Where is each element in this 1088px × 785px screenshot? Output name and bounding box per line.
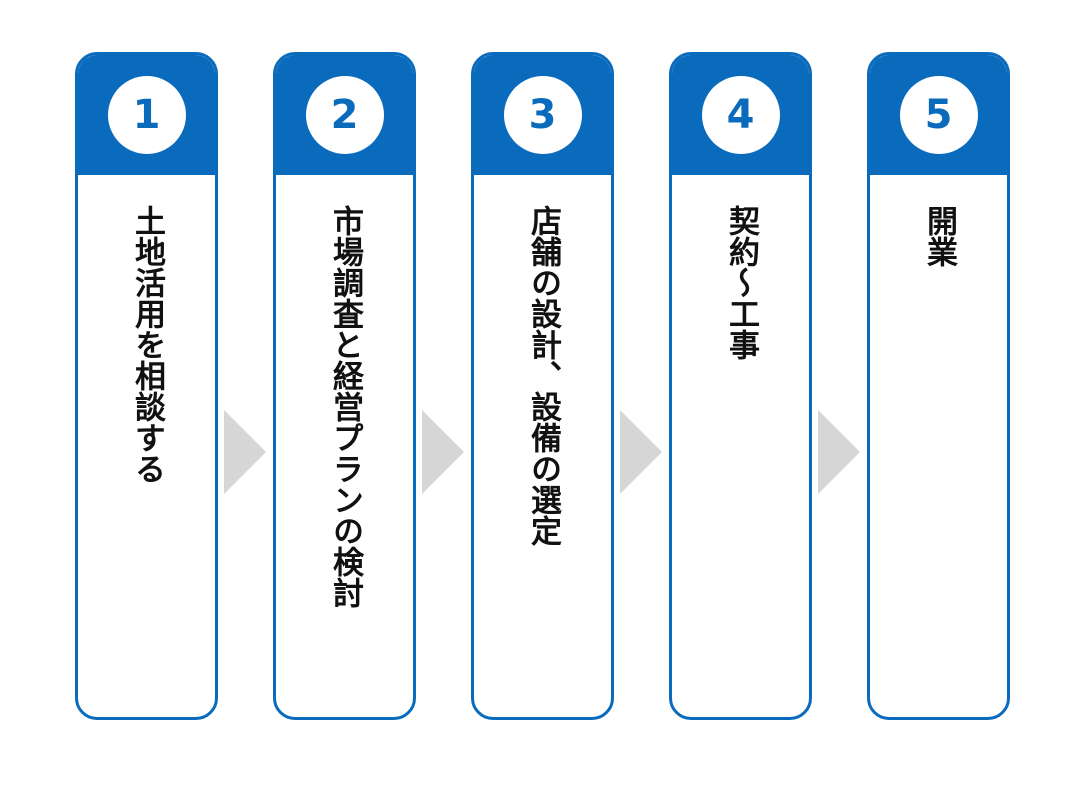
- chevron-right-icon: [224, 410, 266, 494]
- step-number: 5: [924, 92, 953, 138]
- step-header: 2: [276, 55, 413, 175]
- step-number-circle: 5: [899, 76, 978, 154]
- step-card-2: 2 市場調査と経営プランの検討: [273, 52, 416, 720]
- step-card-1: 1 土地活用を相談する: [75, 52, 218, 720]
- step-label: 市場調査と経営プランの検討: [327, 205, 363, 608]
- step-number: 2: [330, 92, 359, 138]
- step-number: 4: [726, 92, 755, 138]
- step-card-4: 4 契約～工事: [669, 52, 812, 720]
- step-card-3: 3 店舗の設計、設備の選定: [471, 52, 614, 720]
- chevron-right-icon: [620, 410, 662, 494]
- step-number-circle: 1: [107, 76, 186, 154]
- step-label: 土地活用を相談する: [129, 205, 165, 484]
- step-header: 3: [474, 55, 611, 175]
- step-label: 契約～工事: [723, 205, 759, 360]
- step-header: 4: [672, 55, 809, 175]
- step-header: 5: [870, 55, 1007, 175]
- step-card-5: 5 開業: [867, 52, 1010, 720]
- step-number: 3: [528, 92, 557, 138]
- step-number-circle: 4: [701, 76, 780, 154]
- step-number-circle: 3: [503, 76, 582, 154]
- step-header: 1: [78, 55, 215, 175]
- step-number: 1: [132, 92, 161, 138]
- chevron-right-icon: [818, 410, 860, 494]
- step-number-circle: 2: [305, 76, 384, 154]
- chevron-right-icon: [422, 410, 464, 494]
- step-label: 店舗の設計、設備の選定: [525, 205, 561, 546]
- step-label: 開業: [921, 205, 957, 267]
